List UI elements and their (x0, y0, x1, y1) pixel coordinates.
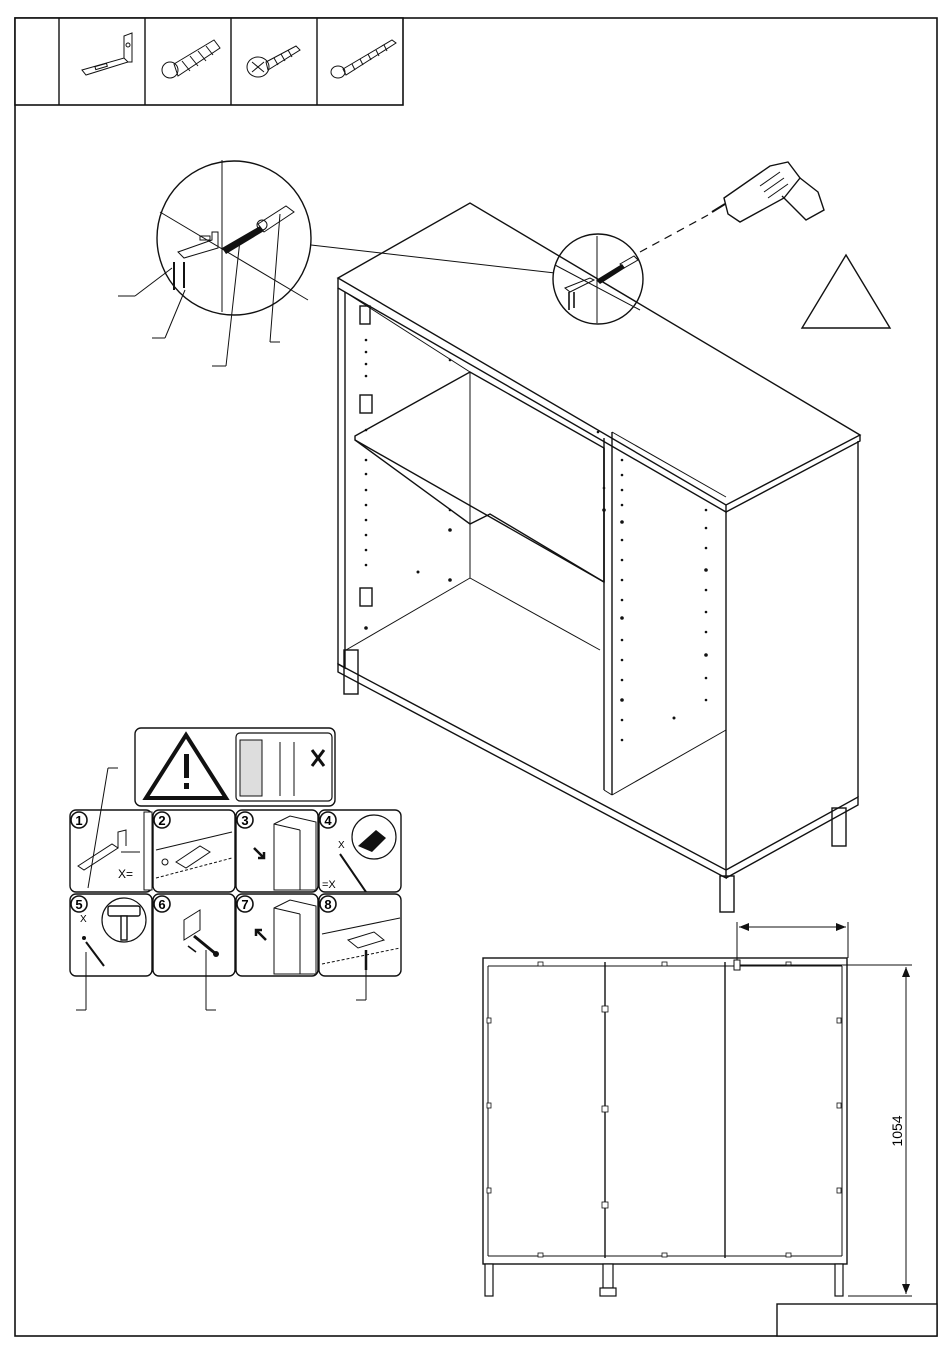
shelf-pin-holes (364, 339, 708, 742)
step-number: 5 (75, 897, 82, 912)
step-box-2: 2 (153, 810, 235, 892)
wall-warning-box (135, 728, 335, 806)
step-number: 8 (324, 897, 331, 912)
warning-triangle-icon (802, 255, 890, 328)
step-box-6: 6 (153, 894, 235, 976)
step-number: 1 (75, 813, 82, 828)
wall-fixing-instructions: 1 X= 2 3 4 (70, 728, 401, 1010)
step-number: 4 (324, 813, 332, 828)
detail-magnifier-large (118, 160, 311, 366)
step-box-3: 3 (236, 810, 318, 892)
title-block (777, 1304, 937, 1336)
step-number: 2 (158, 813, 165, 828)
step-box-1: 1 X= (70, 810, 152, 892)
step-number: 7 (241, 897, 248, 912)
step-box-7: 7 (236, 894, 318, 976)
width-offset-dimension (737, 922, 848, 960)
step-number: 3 (241, 813, 248, 828)
spacing-label-x: =X (322, 879, 336, 891)
front-elevation: 1054 (483, 922, 912, 1296)
detail-connector (311, 245, 555, 273)
step-box-4: 4 X =X (319, 810, 401, 892)
parts-header (15, 18, 403, 105)
spacing-label-x: X (80, 914, 87, 925)
spacing-label-x: X= (118, 867, 133, 881)
height-value: 1054 (889, 1115, 905, 1146)
drill-icon (640, 162, 824, 252)
spacing-label-x: X (338, 840, 345, 851)
step-box-5: 5 X (70, 894, 152, 976)
step-number: 6 (158, 897, 165, 912)
step-box-8: 8 (319, 894, 401, 976)
